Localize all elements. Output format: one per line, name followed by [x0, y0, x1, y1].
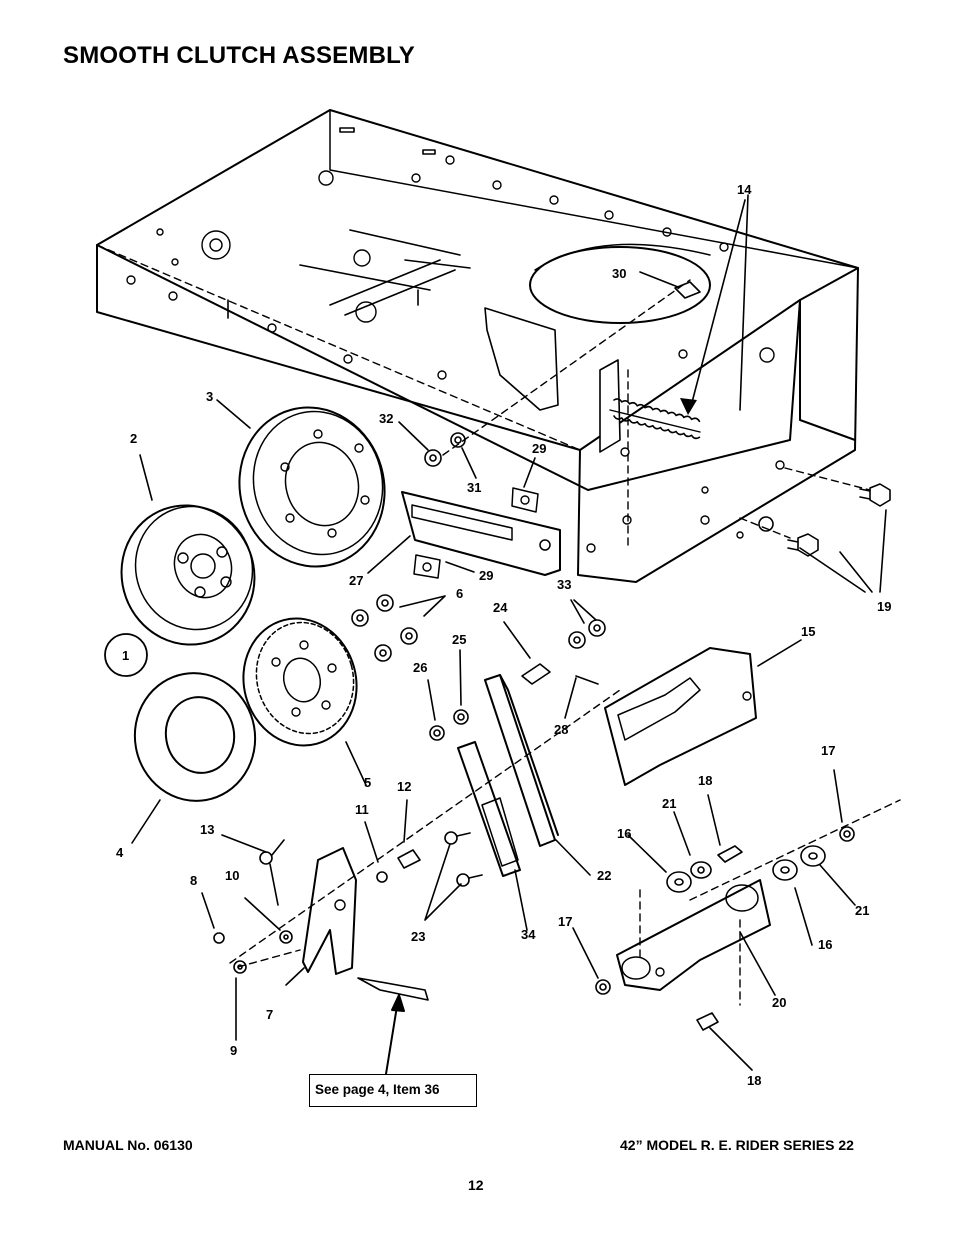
- bracket-20: [616, 879, 771, 991]
- washer-4: [133, 672, 257, 802]
- pulley-2: [120, 504, 256, 646]
- nut-washer-31-32: [424, 281, 701, 467]
- pulley-3: [238, 406, 386, 568]
- label-10: 10: [225, 868, 239, 883]
- small-parts-8-12: [213, 849, 429, 1001]
- label-7: 7: [266, 1007, 273, 1022]
- label-34: 34: [521, 927, 536, 942]
- label-16a: 16: [617, 826, 631, 841]
- label-11: 11: [355, 802, 369, 817]
- pulley-5: [242, 617, 358, 747]
- bracket-27: [401, 487, 561, 579]
- clutch-spring: [599, 359, 701, 453]
- label-32: 32: [379, 411, 393, 426]
- label-21b: 21: [855, 903, 869, 918]
- bracket-15: [604, 647, 757, 786]
- label-29a: 29: [532, 441, 546, 456]
- label-14: 14: [737, 182, 752, 197]
- assembly-dashed-lines: [96, 244, 901, 1006]
- small-hardware: [429, 619, 606, 741]
- label-6: 6: [456, 586, 463, 601]
- label-25: 25: [452, 632, 466, 647]
- label-17a: 17: [821, 743, 835, 758]
- manual-number: MANUAL No. 06130: [63, 1137, 193, 1153]
- part-number-labels: 2 3 4 5 6 7 8 9 10 11 12 13 14 15 16 16 …: [116, 182, 891, 1088]
- circled-reference: [104, 633, 148, 677]
- page-number: 12: [468, 1177, 484, 1193]
- circled-label-1: 1: [122, 648, 129, 663]
- see-page-reference-box: See page 4, Item 36: [309, 1074, 477, 1107]
- label-19: 19: [877, 599, 891, 614]
- label-5: 5: [364, 775, 371, 790]
- label-13: 13: [200, 822, 214, 837]
- label-31: 31: [467, 480, 481, 495]
- see-ref-arrow: [385, 994, 405, 1075]
- label-8: 8: [190, 873, 197, 888]
- nuts-6: [351, 594, 418, 662]
- label-28: 28: [554, 722, 568, 737]
- bolts-23: [444, 831, 483, 887]
- label-20: 20: [772, 995, 786, 1010]
- label-30: 30: [612, 266, 626, 281]
- label-3: 3: [206, 389, 213, 404]
- label-33: 33: [557, 577, 571, 592]
- label-27: 27: [349, 573, 363, 588]
- label-29b: 29: [479, 568, 493, 583]
- label-15: 15: [801, 624, 815, 639]
- label-16b: 16: [818, 937, 832, 952]
- label-23: 23: [411, 929, 425, 944]
- hardware-16-21: [595, 826, 855, 1031]
- bolts-19: [758, 483, 891, 557]
- label-2: 2: [130, 431, 137, 446]
- model-name: 42” MODEL R. E. RIDER SERIES 22: [620, 1137, 854, 1153]
- plate-34: [457, 741, 521, 877]
- leader-lines: [131, 194, 887, 1071]
- label-9: 9: [230, 1043, 237, 1058]
- label-24: 24: [493, 600, 508, 615]
- label-26: 26: [413, 660, 427, 675]
- label-22: 22: [597, 868, 611, 883]
- label-18a: 18: [698, 773, 712, 788]
- label-18b: 18: [747, 1073, 761, 1088]
- label-21a: 21: [662, 796, 676, 811]
- bracket-7: [302, 847, 357, 975]
- spring-13: [259, 839, 285, 906]
- label-17b: 17: [558, 914, 572, 929]
- frame-chassis: [96, 109, 859, 583]
- label-4: 4: [116, 845, 124, 860]
- label-12: 12: [397, 779, 411, 794]
- page-title: SMOOTH CLUTCH ASSEMBLY: [63, 42, 415, 69]
